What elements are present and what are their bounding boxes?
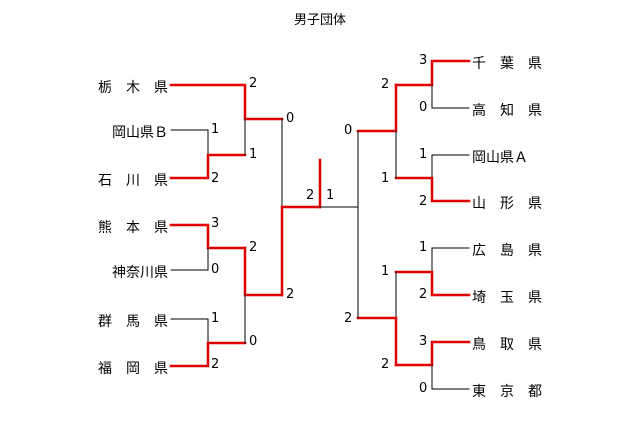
line-okayamaA xyxy=(431,154,470,179)
score-right-final: 1 xyxy=(326,188,335,203)
line-kanagawa xyxy=(170,247,209,271)
line-kumamoto-r2 xyxy=(243,246,284,297)
line-fukuoka xyxy=(169,341,247,368)
team-kochi: 高 知 県 xyxy=(472,103,542,119)
line-tottori xyxy=(394,340,471,367)
score-left-r1-gunma: 1 xyxy=(211,311,220,326)
line-right-sf-bottom xyxy=(319,206,359,319)
score-left-r1-okayamaB: 1 xyxy=(211,122,220,137)
team-ishikawa: 石 川 県 xyxy=(98,173,168,189)
score-right-r1-tokyo: 0 xyxy=(419,381,428,396)
score-right-r1-chiba: 3 xyxy=(419,53,428,68)
score-left-r2-kumamoto: 2 xyxy=(249,240,258,255)
score-left-r1-kanagawa: 0 xyxy=(211,262,220,277)
line-kochi xyxy=(431,84,470,109)
line-left-sf-bottom xyxy=(280,205,322,297)
line-ishikawa xyxy=(169,153,247,180)
score-left-r2-tochigi: 2 xyxy=(249,76,258,91)
score-right-r2-saitama: 1 xyxy=(381,264,390,279)
score-left-r1-fukuoka: 2 xyxy=(211,357,220,372)
team-okayama-b: 岡山県Ｂ xyxy=(112,125,168,141)
team-chiba: 千 葉 県 xyxy=(472,56,542,72)
line-tochigi xyxy=(169,83,284,121)
score-right-r2-tottori: 2 xyxy=(381,357,390,372)
team-gunma: 群 馬 県 xyxy=(98,314,168,330)
score-right-r1-okayamaA: 1 xyxy=(419,147,428,162)
line-yamagata xyxy=(394,176,471,203)
score-left-final: 2 xyxy=(306,188,315,203)
score-right-r1-saitama: 2 xyxy=(419,287,428,302)
score-right-sf-top: 0 xyxy=(344,123,353,138)
bracket-title: 男子団体 xyxy=(293,13,346,28)
score-left-r2-fukuoka: 0 xyxy=(249,334,258,349)
line-chiba-r2 xyxy=(356,83,398,133)
team-kumamoto: 熊 本 県 xyxy=(98,220,168,236)
line-tottori-r2 xyxy=(356,316,398,367)
team-fukuoka: 福 岡 県 xyxy=(98,361,168,377)
line-chiba xyxy=(394,59,471,87)
score-left-r2-ishikawa: 1 xyxy=(249,147,258,162)
score-right-r1-kochi: 0 xyxy=(419,100,428,115)
score-left-r1-kumamoto: 3 xyxy=(211,216,220,231)
line-tokyo xyxy=(431,364,470,390)
line-hiroshima xyxy=(431,247,470,273)
line-gunma xyxy=(170,318,209,344)
score-left-r1-ishikawa: 2 xyxy=(211,171,220,186)
team-tottori: 鳥 取 県 xyxy=(472,337,542,353)
score-left-sf-top: 0 xyxy=(286,111,295,126)
team-kanagawa: 神奈川県 xyxy=(112,265,168,281)
team-okayama-a: 岡山県Ａ xyxy=(472,150,528,166)
team-tochigi: 栃 木 県 xyxy=(98,80,168,96)
score-right-sf-bottom: 2 xyxy=(344,311,353,326)
team-hiroshima: 広 島 県 xyxy=(472,243,542,259)
score-right-r2-chiba: 2 xyxy=(381,77,390,92)
team-saitama: 埼 玉 県 xyxy=(472,290,542,306)
score-right-r1-tottori: 3 xyxy=(419,334,428,349)
score-right-r1-hiroshima: 1 xyxy=(419,240,428,255)
line-saitama xyxy=(394,270,471,297)
team-tokyo: 東 京 都 xyxy=(472,384,542,400)
score-right-r1-yamagata: 2 xyxy=(419,194,428,209)
line-okayamaB xyxy=(170,129,209,156)
score-right-r2-yamagata: 1 xyxy=(381,171,390,186)
score-left-sf-bottom: 2 xyxy=(286,287,295,302)
team-yamagata: 山 形 県 xyxy=(472,196,542,212)
line-kumamoto xyxy=(169,223,247,250)
